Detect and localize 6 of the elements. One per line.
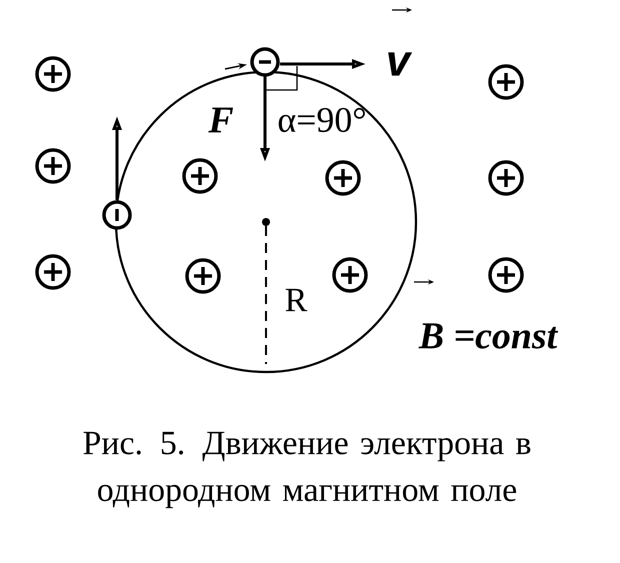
- vector-label: B =const: [414, 279, 558, 349]
- label: F: [208, 108, 233, 132]
- vector-label: v: [388, 7, 412, 76]
- label: R: [286, 288, 308, 312]
- label: α=90°: [278, 108, 365, 132]
- caption: Рис. 5. Движение электрона в однородном магнитном поле: [84, 432, 530, 508]
